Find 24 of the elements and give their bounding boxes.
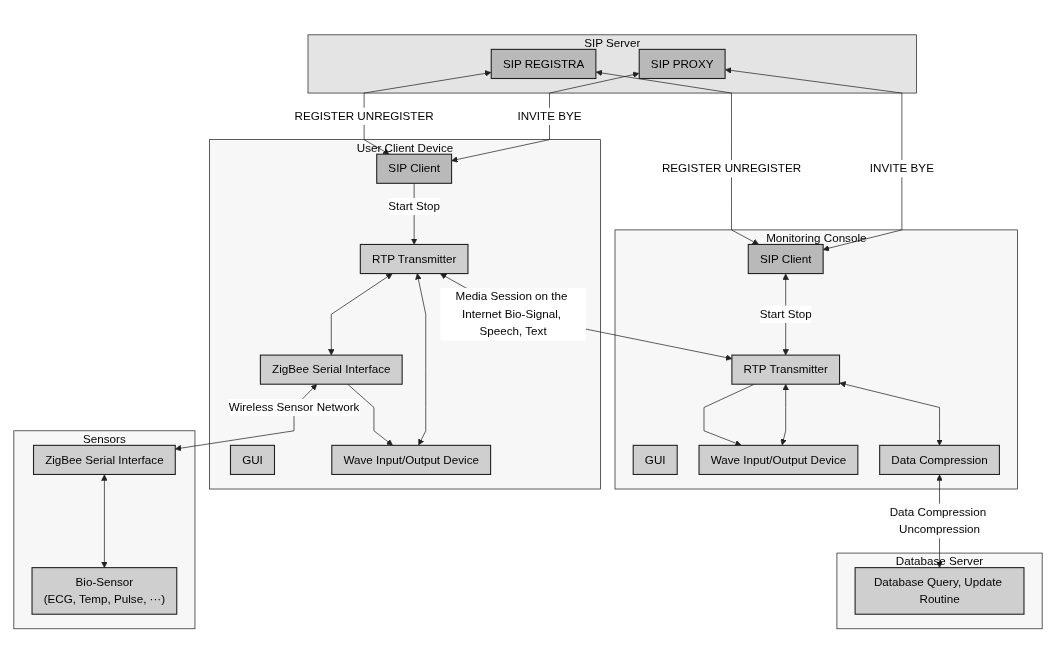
node-box: Database Query, Update Routine	[854, 567, 1025, 615]
node-box: Wave Input/Output Device	[331, 445, 492, 476]
node-box: SIP PROXY	[638, 49, 726, 80]
edge-label: Start Stop	[388, 200, 441, 213]
edge-label: Start Stop	[759, 307, 812, 321]
node-box: SIP REGISTRA	[490, 49, 597, 80]
edge-label: Data Compression Uncompression	[889, 505, 987, 536]
edge-label: INVITE BYE	[869, 162, 934, 175]
node-box: Wave Input/Output Device	[698, 445, 859, 476]
node-box: ZigBee Serial Interface	[259, 354, 403, 385]
node-box: GUI	[632, 445, 678, 476]
node-box: Data Compression	[879, 445, 1000, 476]
edge-label: Media Session on the Internet Bio-Signal, Speech, Text	[455, 290, 568, 338]
node-box: RTP Transmitter	[359, 244, 469, 275]
node-box: RTP Transmitter	[731, 354, 841, 385]
node-box: SIP Client	[376, 153, 453, 185]
edge-label: REGISTER UNREGISTER	[661, 162, 802, 175]
node-box: ZigBee Serial Interface	[32, 445, 176, 476]
node-box: SIP Client	[747, 244, 824, 275]
edge-label: Wireless Sensor Network	[228, 401, 360, 414]
edge-label: REGISTER UNREGISTER	[294, 110, 434, 123]
edge-label: INVITE BYE	[517, 110, 582, 123]
node-box: GUI	[229, 445, 276, 476]
node-box: Bio-Sensor (ECG, Temp, Pulse, ···)	[31, 567, 178, 615]
